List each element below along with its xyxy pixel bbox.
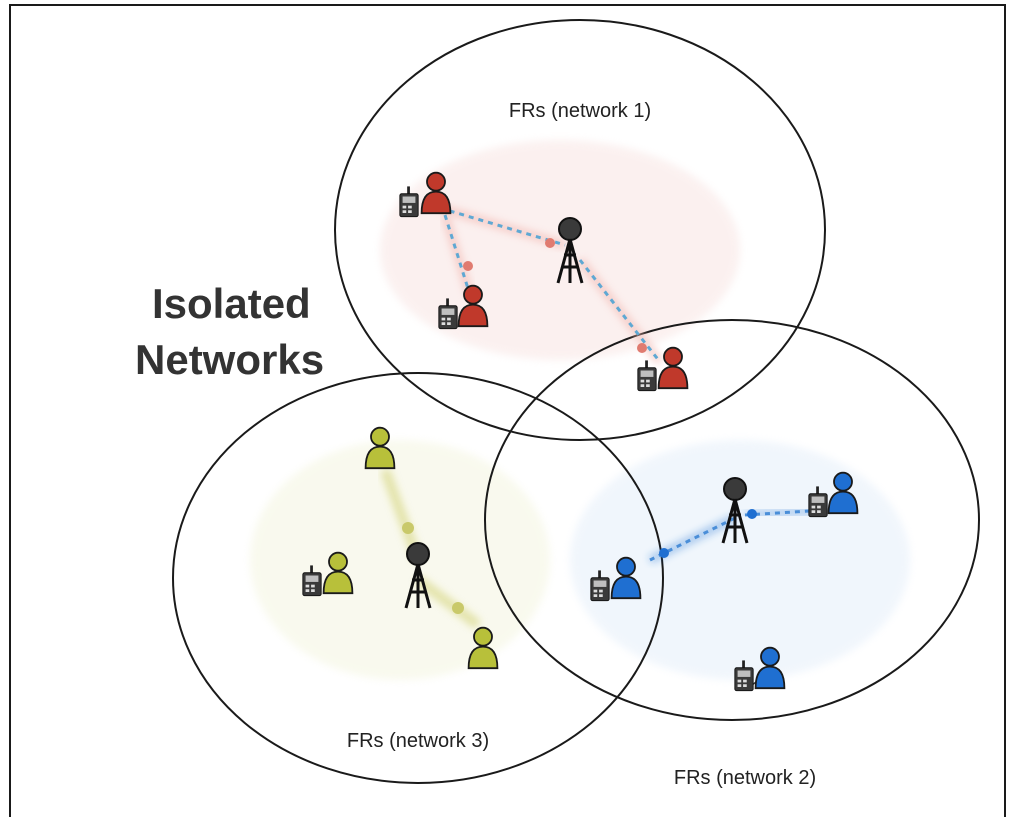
responder-person-icon xyxy=(657,346,689,390)
network-haze xyxy=(250,140,910,680)
network-2-circle xyxy=(484,319,980,721)
network-1-label: FRs (network 1) xyxy=(509,100,651,122)
figure-frame xyxy=(9,4,1006,817)
radio-handset-icon xyxy=(637,360,657,392)
network-3-circle xyxy=(172,372,664,784)
title-line-1: Isolated xyxy=(152,280,311,327)
network-1-links xyxy=(438,204,664,365)
network-3-label: FRs (network 3) xyxy=(347,730,489,752)
network-1-circle xyxy=(334,19,826,441)
title-line-2: Networks xyxy=(135,336,324,383)
network-2-label: FRs (network 2) xyxy=(674,767,816,789)
